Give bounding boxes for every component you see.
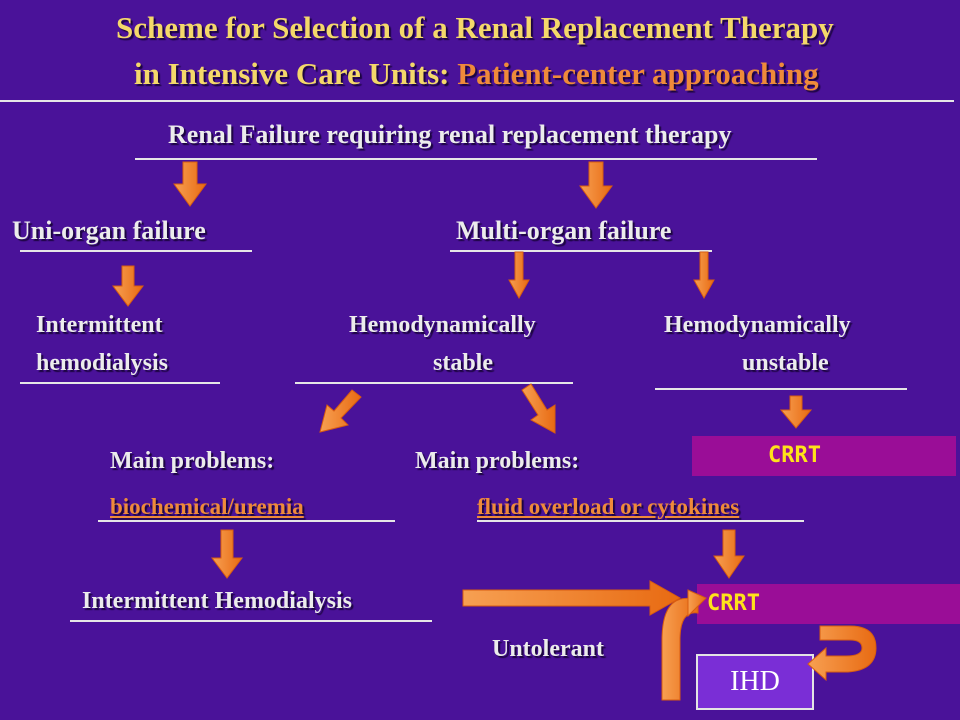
hemo-stable-line2: stable	[433, 350, 493, 376]
arrow-untolerant	[661, 598, 699, 701]
arrow-multi-to-unstable	[693, 251, 715, 300]
main-problems-left-label: Main problems:	[110, 448, 275, 474]
main-problems-left-detail: biochemical/uremia	[110, 494, 304, 519]
arrow-uni-to-ihd	[112, 265, 144, 307]
crrt-bottom-label: CRRT	[707, 591, 760, 616]
main-problems-right-label: Main problems:	[415, 448, 580, 474]
crrt-top-label: CRRT	[768, 443, 821, 468]
intermittent-hd-bottom: Intermittent Hemodialysis	[82, 588, 352, 614]
uni-organ-node: Uni-organ failure	[12, 216, 206, 245]
root-node: Renal Failure requiring renal replacemen…	[168, 120, 732, 149]
title-line-2-prefix: in Intensive Care Units:	[134, 56, 458, 91]
arrow-stable-to-right	[521, 383, 556, 434]
hemo-unstable-line2: unstable	[742, 350, 829, 376]
arrow-crrt-to-ihd	[807, 625, 877, 682]
root-underline	[135, 158, 817, 160]
title-line-2: in Intensive Care Units: Patient-center …	[134, 56, 819, 92]
intermittent-hd-underline	[20, 382, 220, 384]
untolerant-label: Untolerant	[492, 636, 604, 662]
title-divider	[0, 100, 954, 102]
arrow-left-problem-to-ihd	[211, 529, 243, 579]
arrow-ihd-to-crrt	[462, 580, 682, 616]
ihd-label: IHD	[730, 666, 780, 697]
intermittent-hd-line1: Intermittent	[36, 312, 163, 338]
uni-organ-underline	[20, 250, 252, 252]
hemo-unstable-line1: Hemodynamically	[664, 312, 851, 338]
hemo-stable-line1: Hemodynamically	[349, 312, 536, 338]
arrow-right-problem-to-crrt	[713, 529, 745, 579]
ihd-box: IHD	[696, 654, 814, 710]
arrow-root-to-uni	[173, 161, 207, 207]
main-problems-right-underline	[477, 520, 804, 522]
arrow-root-to-multi	[579, 161, 613, 209]
main-problems-left-underline	[98, 520, 395, 522]
arrow-stable-to-left	[319, 389, 362, 433]
title-accent: Patient-center approaching	[457, 56, 819, 91]
hemo-stable-underline	[295, 382, 573, 384]
crrt-bottom-box: CRRT	[697, 584, 960, 624]
main-problems-right-detail: fluid overload or cytokines	[477, 494, 740, 519]
hemo-unstable-underline	[655, 388, 907, 390]
intermittent-hd-bottom-underline	[70, 620, 432, 622]
arrow-unstable-to-crrt	[779, 395, 813, 429]
multi-organ-node: Multi-organ failure	[456, 216, 672, 245]
title-line-1: Scheme for Selection of a Renal Replacem…	[116, 10, 834, 45]
crrt-top-box: CRRT	[692, 436, 956, 476]
intermittent-hd-line2: hemodialysis	[36, 350, 169, 376]
multi-organ-underline	[450, 250, 712, 252]
arrow-multi-to-stable	[508, 251, 530, 300]
